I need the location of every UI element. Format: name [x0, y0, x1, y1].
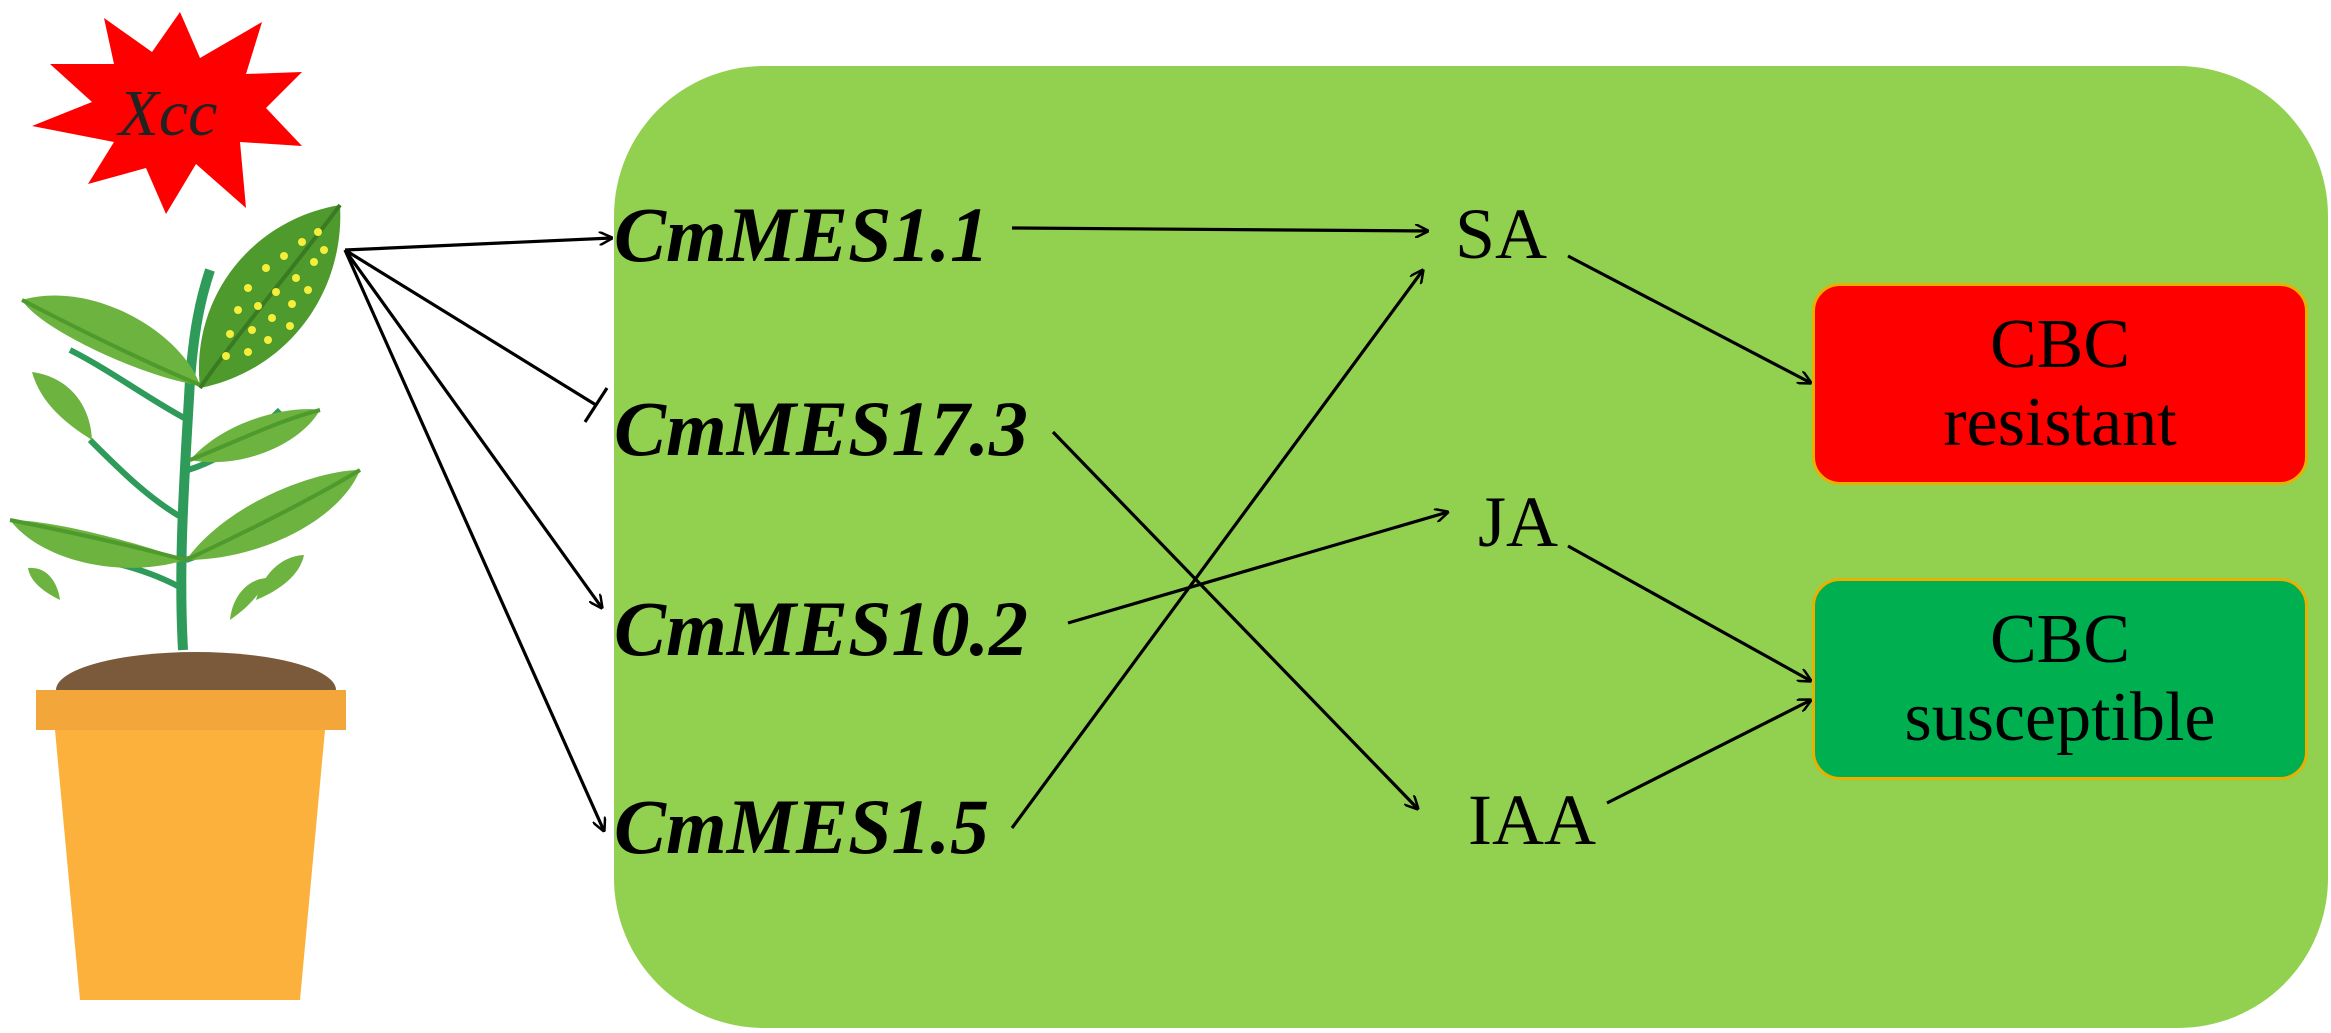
hormone-label-ja: JA: [1478, 482, 1559, 562]
gene-label-cmmes1-1: CmMES1.1: [614, 191, 989, 278]
edge-plant-cmmes10-2: [343, 249, 602, 608]
edge-sa-resistant: [1567, 254, 1811, 383]
inhibition-bar-cmmes17-3: [583, 387, 609, 423]
gene-label-cmmes1-5: CmMES1.5: [614, 783, 989, 870]
leaf-icon: [10, 520, 185, 568]
leaf-icon: [28, 567, 60, 600]
gene-label-cmmes10-2: CmMES10.2: [614, 585, 1028, 672]
outcome-resistant-line2: resistant: [1943, 384, 2177, 461]
leaf-icon: [32, 372, 92, 440]
pot-icon: [55, 730, 325, 1000]
outcome-box-susceptible: CBC susceptible: [1812, 578, 2308, 780]
edge-ja-susceptible: [1567, 544, 1811, 681]
outcome-susceptible-line2: susceptible: [1904, 679, 2216, 756]
outcome-susceptible-line1: CBC: [1989, 600, 2131, 678]
plant-stem: [176, 268, 215, 651]
edge-cmmes1-5-sa: [1010, 270, 1423, 829]
pot-rim: [36, 690, 346, 730]
pathogen-label: Xcc: [116, 77, 218, 150]
leaf-icon: [22, 295, 200, 385]
leaf-icon: [256, 555, 304, 600]
edge-plant-cmmes1-1: [344, 238, 612, 252]
leaf-icon: [190, 409, 320, 463]
hormone-label-iaa: IAA: [1468, 780, 1596, 860]
leaf-icon: [230, 578, 266, 620]
edge-plant-cmmes1-5: [343, 249, 604, 831]
edge-iaa-susceptible: [1606, 700, 1811, 805]
pathogen-star-icon: [32, 12, 302, 214]
hormone-label-sa: SA: [1455, 194, 1548, 274]
outcome-resistant-line1: CBC: [1989, 305, 2131, 383]
lesion-spots: [222, 228, 328, 360]
edge-cmmes17-3-iaa: [1051, 430, 1418, 809]
edge-cmmes10-2-ja: [1067, 512, 1448, 625]
edge-plant-cmmes17-3: [344, 248, 597, 407]
gene-label-cmmes17-3: CmMES17.3: [614, 385, 1028, 472]
edge-cmmes1-1-sa: [1011, 228, 1428, 231]
outcome-box-resistant: CBC resistant: [1812, 283, 2308, 485]
signaling-panel: [614, 66, 2328, 1028]
